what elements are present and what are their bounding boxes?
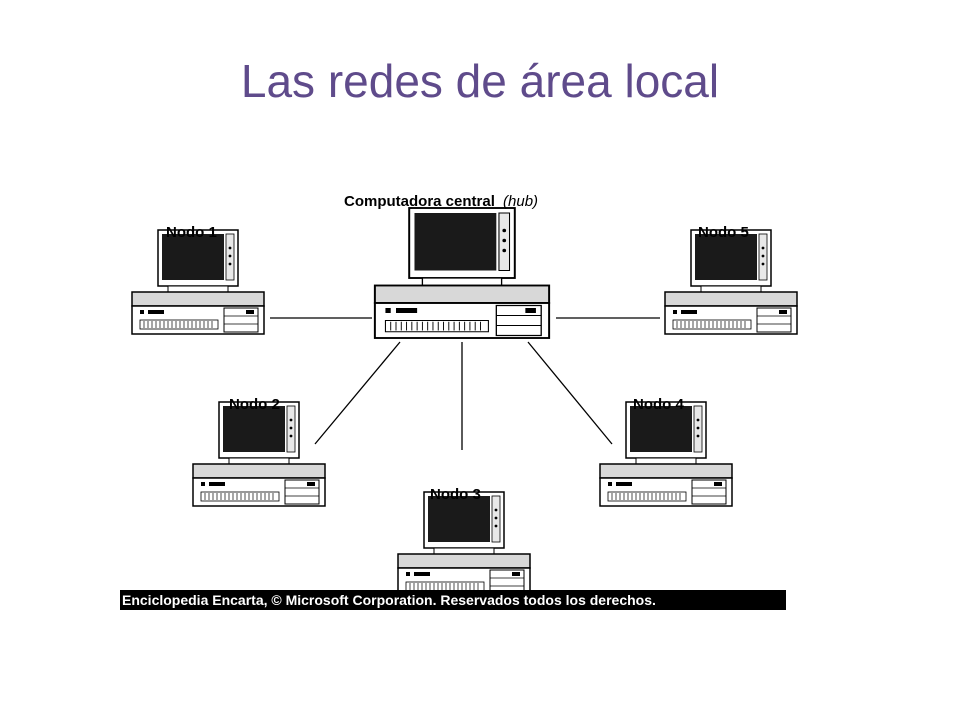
link-hub-nodo-4 [527,341,613,445]
network-diagram: Computadora central (hub) Nodo 1 Nodo 5 … [131,193,798,597]
node-label-4: Nodo 4 [633,396,684,413]
link-hub-nodo-2 [314,341,401,445]
node-computer-4 [599,401,733,507]
page-title: Las redes de área local [240,55,720,107]
hub-computer [373,207,551,339]
node-computer-3 [397,491,531,597]
node-computer-2 [192,401,326,507]
node-label-5: Nodo 5 [698,224,749,241]
hub-label: Computadora central (hub) [344,193,538,210]
node-label-2: Nodo 2 [229,396,280,413]
node-computer-1 [131,229,265,335]
node-computer-5 [664,229,798,335]
copyright-caption: Enciclopedia Encarta, © Microsoft Corpor… [120,590,786,610]
connection-lines [270,317,660,450]
node-label-3: Nodo 3 [430,486,481,503]
node-label-1: Nodo 1 [166,224,217,241]
